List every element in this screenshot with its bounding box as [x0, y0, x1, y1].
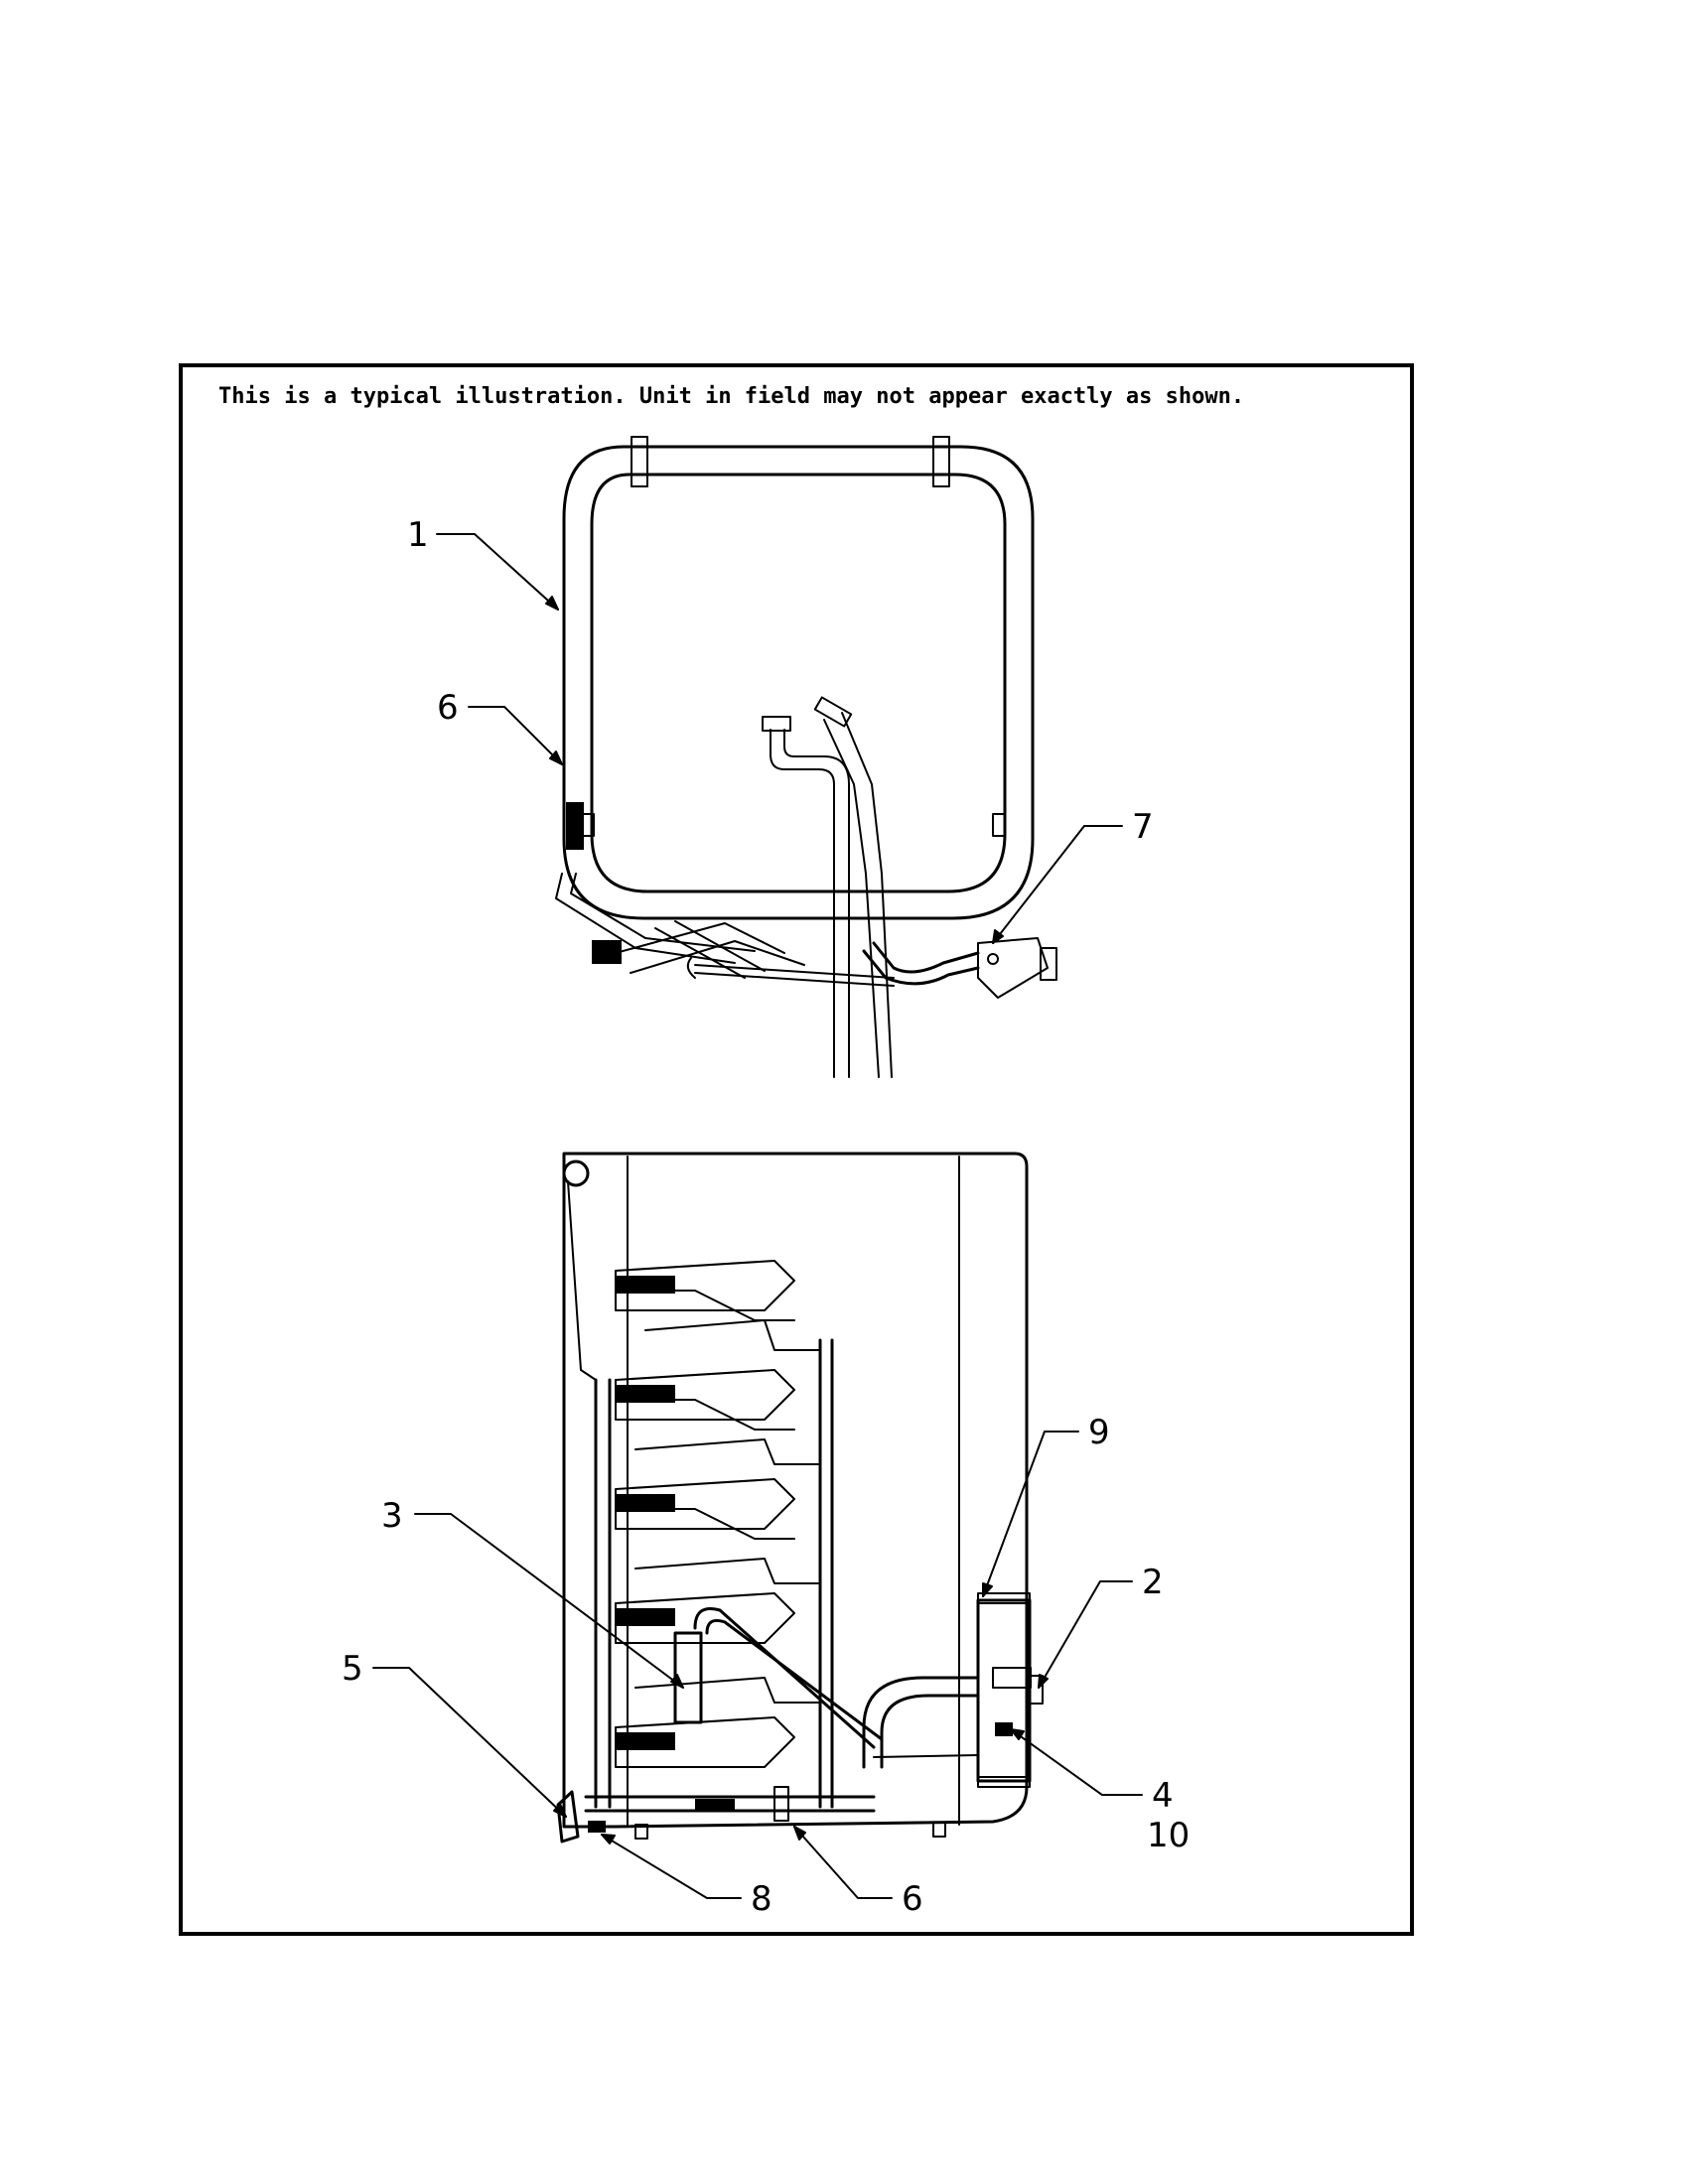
- control-valve-9: [976, 1598, 1032, 1783]
- callout-8: 8: [751, 1879, 772, 1919]
- callout-9: 9: [1088, 1413, 1110, 1452]
- callout-5: 5: [342, 1649, 363, 1689]
- callout-6-top: 6: [437, 688, 459, 728]
- callout-10: 10: [1147, 1816, 1190, 1855]
- diagram-frame: [179, 363, 1414, 1936]
- callout-leaders: [372, 533, 1143, 1899]
- callout-7: 7: [1132, 807, 1154, 847]
- callout-3: 3: [381, 1496, 403, 1536]
- callout-4: 4: [1152, 1776, 1174, 1816]
- top-element-6: [566, 802, 584, 850]
- part-4: [995, 1722, 1013, 1736]
- side-view-assembly: [556, 1152, 1044, 1843]
- callout-1: 1: [407, 515, 429, 555]
- part-5: [556, 1790, 580, 1843]
- illustration-caption: This is a typical illustration. Unit in …: [218, 384, 1244, 409]
- top-view-assembly: [555, 436, 1057, 1078]
- callout-2: 2: [1142, 1563, 1164, 1602]
- callout-6-bottom: 6: [902, 1879, 923, 1919]
